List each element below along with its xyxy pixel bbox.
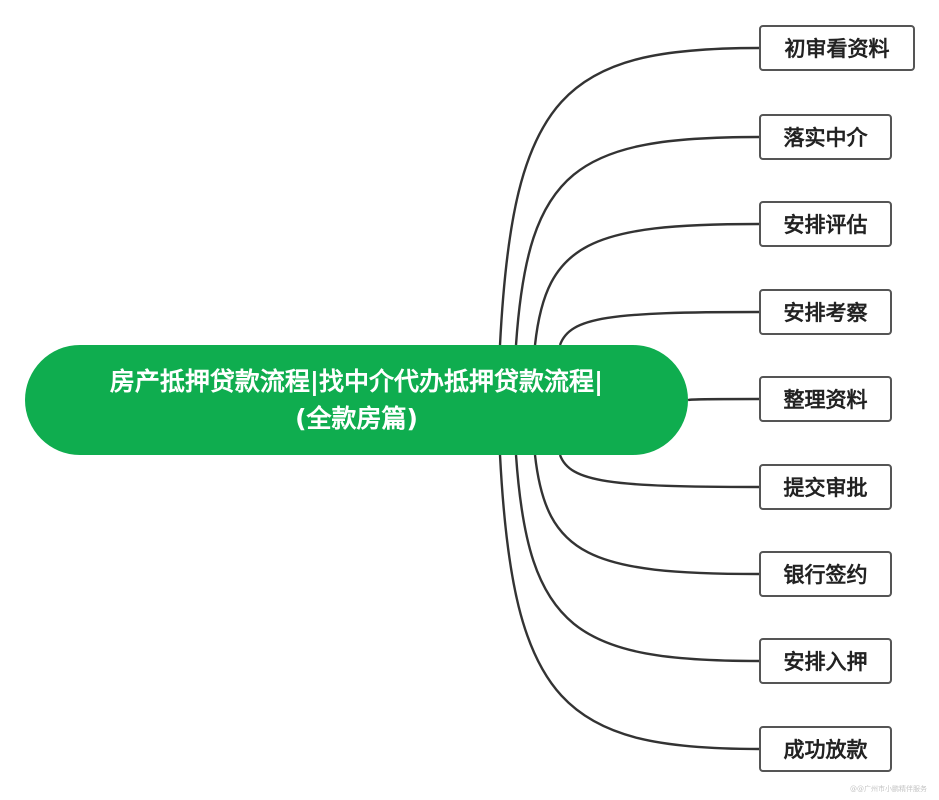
- branch-node-5: 整理资料: [759, 376, 892, 422]
- connector-line-9: [498, 454, 760, 751]
- connector-line-5: [687, 397, 760, 402]
- connector-line-8: [514, 454, 760, 663]
- branch-node-3: 安排评估: [759, 201, 892, 247]
- root-title-line1: 房产抵押贷款流程|找中介代办抵押贷款流程|: [109, 367, 604, 396]
- connector-line-7: [533, 454, 760, 576]
- branch-node-2: 落实中介: [759, 114, 892, 160]
- branch-node-8: 安排入押: [759, 638, 892, 684]
- connector-line-1: [498, 46, 760, 346]
- branch-node-9: 成功放款: [759, 726, 892, 772]
- connector-line-4: [558, 310, 760, 346]
- root-title-line2: (全款房篇): [295, 404, 418, 433]
- connector-line-3: [533, 222, 760, 346]
- root-node: 房产抵押贷款流程|找中介代办抵押贷款流程| (全款房篇): [25, 345, 688, 455]
- connector-line-2: [514, 135, 760, 346]
- branch-node-7: 银行签约: [759, 551, 892, 597]
- branch-node-4: 安排考察: [759, 289, 892, 335]
- branch-node-1: 初审看资料: [759, 25, 915, 71]
- branch-node-6: 提交审批: [759, 464, 892, 510]
- watermark: @@广州市小鹏精伴服务: [850, 785, 927, 793]
- connector-line-6: [558, 454, 760, 489]
